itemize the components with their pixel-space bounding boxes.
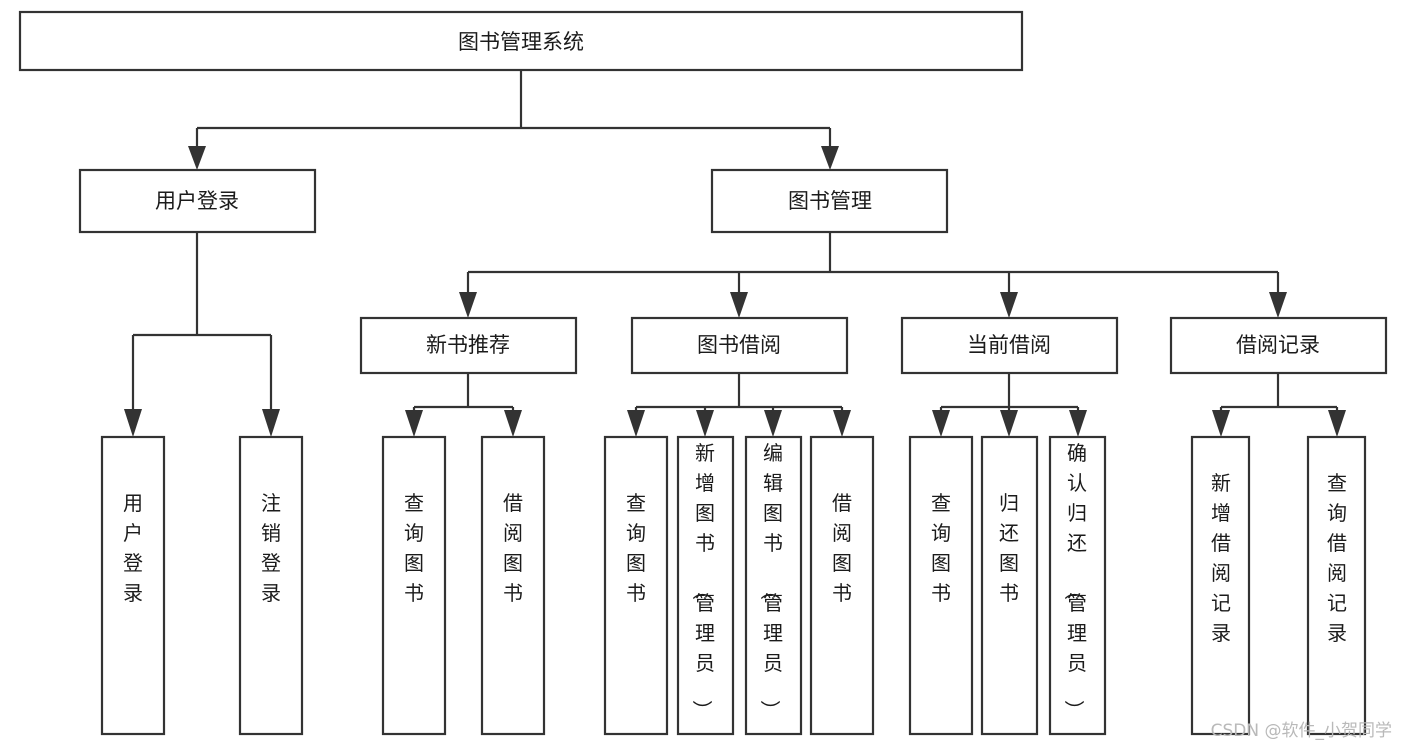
- arrow-head-bb-leaf-4: [833, 410, 851, 437]
- connector-layer: [124, 70, 1346, 437]
- arrow-head-cb-leaf-3: [1069, 410, 1087, 437]
- arrow-head-new-book-recommend: [459, 292, 477, 318]
- arrow-head-bb-leaf-2: [696, 410, 714, 437]
- node-new-book-recommend[interactable]: 新书推荐: [359, 316, 578, 375]
- node-current-borrow-label: 当前借阅: [967, 333, 1051, 357]
- leaf-node-cb-query-book[interactable]: 查询图书: [908, 435, 974, 736]
- node-book-management-label: 图书管理: [788, 189, 872, 213]
- leaf-node-cb-return-book[interactable]: 归还图书: [980, 435, 1039, 736]
- csdn-watermark: CSDN @软件_小贺同学: [1211, 721, 1392, 741]
- leaf-node-br-add-record-label: 新增借阅记录: [1211, 471, 1231, 645]
- leaf-node-bb-add-book-box[interactable]: [676, 435, 735, 736]
- leaf-node-bb-add-book-label: 新增图书（管理员）: [690, 441, 715, 720]
- node-book-borrow[interactable]: 图书借阅: [630, 316, 849, 375]
- node-borrow-record[interactable]: 借阅记录: [1169, 316, 1388, 375]
- leaf-node-cb-return-book-box[interactable]: [980, 435, 1039, 736]
- node-book-borrow-box[interactable]: [630, 316, 849, 375]
- leaf-node-bb-query-book-box[interactable]: [603, 435, 669, 736]
- leaf-node-nb-borrow-book[interactable]: 借阅图书: [480, 435, 546, 736]
- leaf-node-nb-borrow-book-label: 借阅图书: [503, 491, 523, 605]
- arrow-head-bb-leaf-1: [627, 410, 645, 437]
- leaf-node-bb-edit-book[interactable]: 编辑图书（管理员）: [744, 435, 803, 736]
- arrow-head-book-borrow: [730, 292, 748, 318]
- leaf-node-logout-box[interactable]: [238, 435, 304, 736]
- leaf-node-bb-edit-book-label: 编辑图书（管理员）: [758, 441, 783, 720]
- leaf-node-user-login[interactable]: 用户登录: [100, 435, 166, 736]
- leaf-node-user-login-label: 用户登录: [123, 491, 143, 605]
- leaf-node-bb-borrow-book-box[interactable]: [809, 435, 875, 736]
- node-book-management-box[interactable]: [710, 168, 949, 234]
- arrow-head-current-borrow: [1000, 292, 1018, 318]
- leaf-node-bb-add-book[interactable]: 新增图书（管理员）: [676, 435, 735, 736]
- leaf-node-br-query-record-label: 查询借阅记录: [1327, 471, 1347, 645]
- node-new-book-recommend-box[interactable]: [359, 316, 578, 375]
- leaf-node-bb-borrow-book-label: 借阅图书: [832, 491, 852, 605]
- leaf-node-cb-query-book-label: 查询图书: [931, 491, 951, 605]
- leaf-node-nb-query-book-box[interactable]: [381, 435, 447, 736]
- node-user-login[interactable]: 用户登录: [78, 168, 317, 234]
- node-root-system[interactable]: 图书管理系统: [18, 10, 1024, 72]
- leaf-node-nb-borrow-book-box[interactable]: [480, 435, 546, 736]
- leaf-node-br-add-record-box[interactable]: [1190, 435, 1251, 736]
- node-user-login-label: 用户登录: [155, 189, 239, 213]
- node-current-borrow[interactable]: 当前借阅: [900, 316, 1119, 375]
- leaf-node-bb-query-book-label: 查询图书: [626, 491, 646, 605]
- leaf-node-nb-query-book[interactable]: 查询图书: [381, 435, 447, 736]
- node-book-borrow-label: 图书借阅: [697, 333, 781, 357]
- leaf-node-cb-query-book-box[interactable]: [908, 435, 974, 736]
- arrow-head-cb-leaf-1: [932, 410, 950, 437]
- node-root-system-box[interactable]: [18, 10, 1024, 72]
- arrow-head-borrow-record: [1269, 292, 1287, 318]
- leaf-node-cb-confirm-return-box[interactable]: [1048, 435, 1107, 736]
- leaf-node-nb-query-book-label: 查询图书: [404, 491, 424, 605]
- node-borrow-record-box[interactable]: [1169, 316, 1388, 375]
- leaf-node-cb-confirm-return-label: 确认归还（管理员）: [1062, 441, 1087, 720]
- arrow-head-leaf-logout: [262, 409, 280, 437]
- node-new-book-recommend-label: 新书推荐: [426, 333, 510, 357]
- leaf-node-br-add-record[interactable]: 新增借阅记录: [1190, 435, 1251, 736]
- leaf-node-logout[interactable]: 注销登录: [238, 435, 304, 736]
- node-root-system-label: 图书管理系统: [458, 30, 584, 54]
- node-borrow-record-label: 借阅记录: [1236, 333, 1320, 357]
- leaf-node-cb-return-book-label: 归还图书: [999, 491, 1019, 605]
- leaf-node-br-query-record[interactable]: 查询借阅记录: [1306, 435, 1367, 736]
- arrow-head-bb-leaf-3: [764, 410, 782, 437]
- arrow-head-leaf-user-login: [124, 409, 142, 437]
- arrow-head-nb-leaf-1: [405, 410, 423, 437]
- leaf-node-bb-edit-book-box[interactable]: [744, 435, 803, 736]
- leaf-node-bb-query-book[interactable]: 查询图书: [603, 435, 669, 736]
- leaf-node-logout-label: 注销登录: [261, 491, 281, 605]
- node-user-login-box[interactable]: [78, 168, 317, 234]
- arrow-head-book-mgmt: [821, 146, 839, 170]
- leaf-node-br-query-record-box[interactable]: [1306, 435, 1367, 736]
- arrow-head-cb-leaf-2: [1000, 410, 1018, 437]
- leaf-node-cb-confirm-return[interactable]: 确认归还（管理员）: [1048, 435, 1107, 736]
- arrow-head-user-login: [188, 146, 206, 170]
- arrow-head-nb-leaf-2: [504, 410, 522, 437]
- node-book-management[interactable]: 图书管理: [710, 168, 949, 234]
- leaf-node-bb-borrow-book[interactable]: 借阅图书: [809, 435, 875, 736]
- leaf-node-user-login-box[interactable]: [100, 435, 166, 736]
- node-current-borrow-box[interactable]: [900, 316, 1119, 375]
- arrow-head-br-leaf-1: [1212, 410, 1230, 437]
- arrow-head-br-leaf-2: [1328, 410, 1346, 437]
